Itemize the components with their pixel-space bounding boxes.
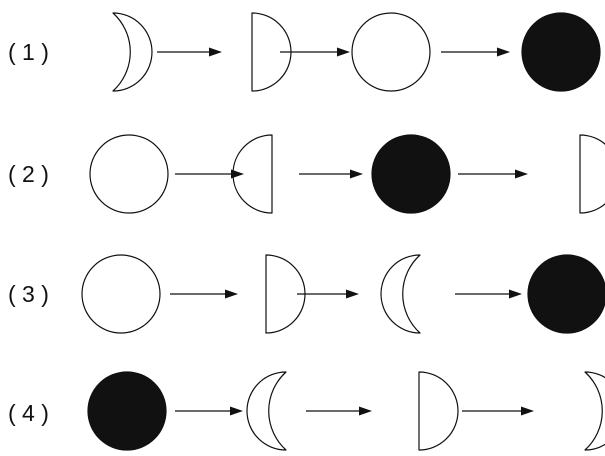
row-4-phase-1-full-circle-icon [87, 371, 167, 451]
row-4-arrow-1-icon [175, 406, 243, 416]
row-2-label: ( 2 ) [8, 161, 49, 187]
row-3-phase-1-full-circle-icon [81, 254, 161, 334]
row-4-arrow-3-icon [462, 406, 534, 416]
row-1-arrow-2-icon [280, 47, 350, 57]
row-1-arrow-1-icon [157, 47, 222, 57]
row-2-arrow-1-icon [175, 169, 244, 179]
phase-shapes [81, 12, 605, 451]
row-1-arrow-3-icon [441, 47, 510, 57]
row-3-phase-2-right-half-icon [265, 254, 306, 334]
row-2-phase-1-full-circle-icon [89, 134, 169, 214]
row-3-arrow-3-icon [455, 289, 522, 299]
row-4-phase-4-right-crescent-icon [584, 371, 605, 451]
row-3-arrow-2-icon [297, 289, 359, 299]
row-2-arrow-3-icon [458, 169, 528, 179]
row-4-phase-3-right-half-icon [418, 371, 459, 451]
row-4-phase-2-left-crescent-icon [246, 371, 287, 451]
row-1-phase-2-right-half-icon [251, 12, 292, 92]
row-1-phase-1-right-crescent-icon [112, 12, 153, 92]
row-1-label: ( 1 ) [8, 39, 49, 65]
sequence-arrows [157, 47, 534, 416]
row-4-label: ( 4 ) [8, 400, 49, 426]
row-3-phase-3-left-crescent-icon [380, 254, 421, 334]
row-3-label: ( 3 ) [8, 281, 49, 307]
row-1-phase-3-full-circle-icon [351, 12, 431, 92]
row-2-phase-4-right-half-icon [579, 134, 605, 214]
row-3-phase-4-full-circle-icon [527, 254, 605, 334]
row-1-phase-4-full-circle-icon [521, 12, 601, 92]
row-2-arrow-2-icon [299, 169, 363, 179]
row-4-arrow-2-icon [306, 406, 372, 416]
row-2-phase-3-full-circle-icon [371, 134, 451, 214]
row-3-arrow-1-icon [170, 289, 238, 299]
